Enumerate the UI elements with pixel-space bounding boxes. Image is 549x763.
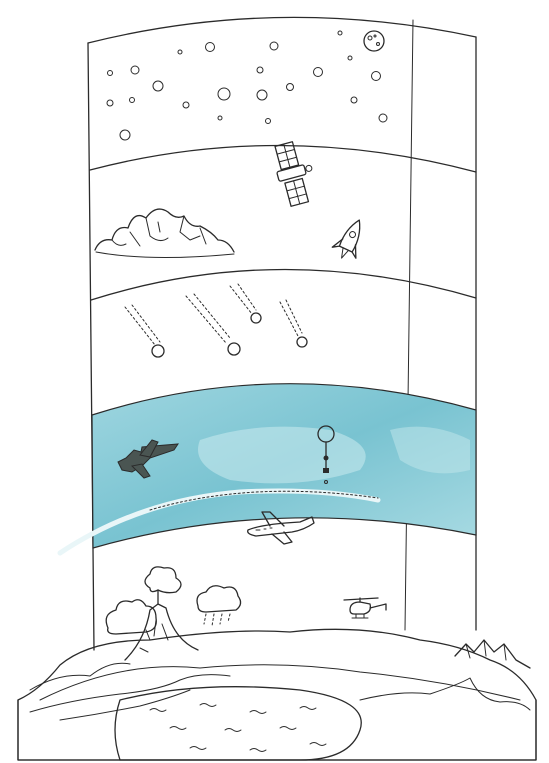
terrain-block: [18, 629, 536, 760]
atmosphere-column: [88, 17, 476, 650]
shoreline-right: [360, 678, 530, 710]
column-side-divider: [405, 20, 413, 630]
column-left-edge: [88, 43, 94, 650]
rocket-icon: [330, 215, 371, 264]
helicopter-icon: [344, 598, 386, 618]
satellite-icon: [270, 139, 320, 208]
meteor-icons: [125, 284, 307, 357]
column-top-edge: [88, 17, 476, 43]
exosphere-contents: [107, 31, 387, 140]
asteroid-icons: [107, 31, 387, 140]
mesosphere-contents: [125, 284, 307, 357]
left-hills: [30, 663, 130, 690]
lake-waves: [150, 704, 326, 752]
thermosphere-lower-boundary: [91, 269, 476, 300]
stratosphere-light-patch: [198, 427, 366, 484]
aurora-icon: [95, 209, 234, 257]
volcano-icon: [125, 567, 198, 660]
moon-icon: [364, 31, 384, 51]
thermosphere-contents: [95, 139, 371, 264]
mountains-icon: [455, 640, 530, 668]
lake: [115, 687, 361, 760]
exosphere-lower-boundary: [90, 145, 476, 172]
ground-front-edge: [18, 700, 536, 760]
ground: [18, 629, 536, 760]
